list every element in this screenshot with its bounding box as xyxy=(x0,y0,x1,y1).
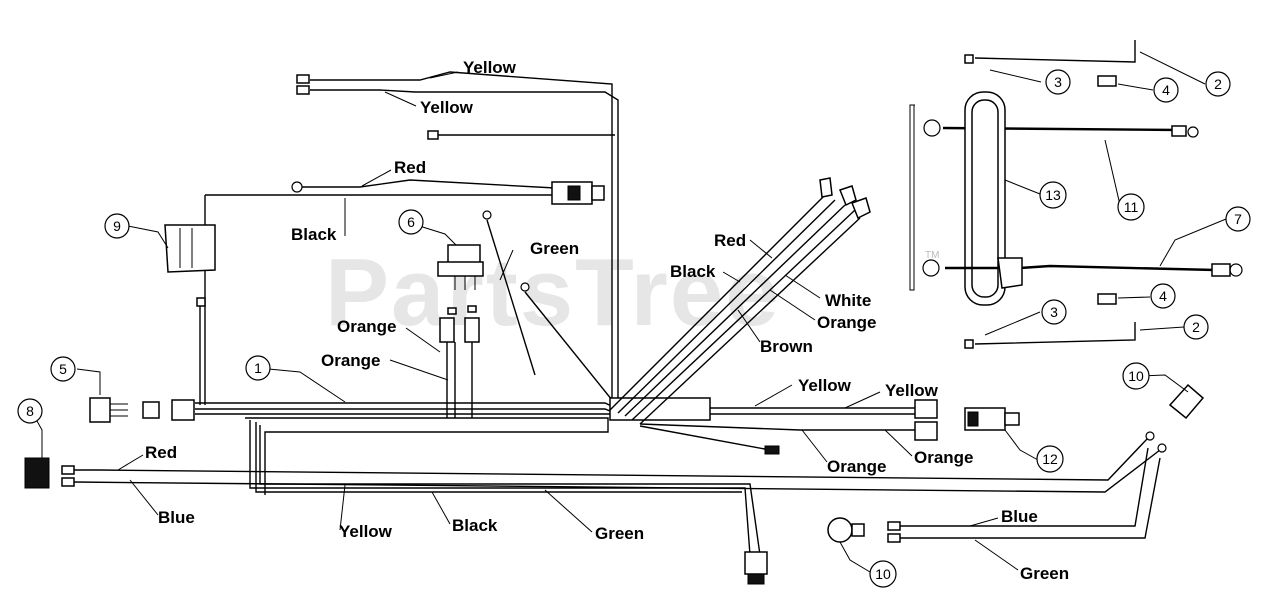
callout-4-top: 4 xyxy=(1162,82,1170,98)
diagonal-wires xyxy=(609,177,871,425)
wire-label-white-diag: White xyxy=(825,291,871,310)
wire-label-red-top: Red xyxy=(394,158,426,177)
callout-3-bottom: 3 xyxy=(1050,304,1058,320)
wire-labels: Yellow Yellow Red Black Green Orange Ora… xyxy=(145,58,1069,583)
wire-label-red-left: Red xyxy=(145,443,177,462)
part-8-switch xyxy=(24,431,1167,493)
callout-10-bottom: 10 xyxy=(875,566,891,582)
green-wire-assembly xyxy=(482,210,613,401)
wire-label-black-diag: Black xyxy=(670,262,716,281)
leader-lines xyxy=(31,51,1227,573)
callout-1: 1 xyxy=(254,360,262,376)
wire-label-orange-right-1: Orange xyxy=(827,457,887,476)
ring-terminal-icon xyxy=(291,181,303,193)
wire-label-black-bottom: Black xyxy=(452,516,498,535)
wire-label-orange-mid-1: Orange xyxy=(337,317,397,336)
right-wires xyxy=(639,399,938,455)
callout-2-top: 2 xyxy=(1214,76,1222,92)
wire-label-yellow-bottom: Yellow xyxy=(339,522,393,541)
wire-label-brown-diag: Brown xyxy=(760,337,813,356)
callout-10-top: 10 xyxy=(1128,368,1144,384)
wire-label-black-top: Black xyxy=(291,225,337,244)
callout-13: 13 xyxy=(1045,187,1061,203)
callout-8: 8 xyxy=(26,403,34,419)
callout-2-bottom: 2 xyxy=(1192,319,1200,335)
main-trunk xyxy=(171,397,761,556)
watermark: PartsTree TM xyxy=(325,239,939,346)
part-9-module xyxy=(164,224,216,273)
wire-label-yellow-top-1: Yellow xyxy=(463,58,517,77)
watermark-tm: TM xyxy=(925,250,939,261)
bottom-connector xyxy=(744,551,768,585)
wire-label-yellow-right-1: Yellow xyxy=(798,376,852,395)
part-10-lamp-bottom xyxy=(827,447,1161,543)
part-5-switch xyxy=(89,397,160,423)
wire-label-red-diag: Red xyxy=(714,231,746,250)
top-connectors xyxy=(196,74,605,307)
part-12-connector xyxy=(964,407,1020,431)
part-6-relay xyxy=(437,244,484,290)
orange-connectors xyxy=(439,305,480,418)
wire-label-green-bottom: Green xyxy=(595,524,644,543)
callout-3-top: 3 xyxy=(1054,74,1062,90)
callout-5: 5 xyxy=(59,361,67,377)
wire-label-green-mid: Green xyxy=(530,239,579,258)
callout-4-bottom: 4 xyxy=(1159,288,1167,304)
battery-cable-assembly xyxy=(909,40,1243,349)
wire-label-orange-diag: Orange xyxy=(817,313,877,332)
wire-label-blue-left: Blue xyxy=(158,508,195,527)
part-10-lamp-top xyxy=(1168,383,1205,420)
callout-9: 9 xyxy=(113,218,121,234)
watermark-text: PartsTree xyxy=(325,239,781,346)
callout-12: 12 xyxy=(1042,451,1058,467)
wire-label-orange-mid-2: Orange xyxy=(321,351,381,370)
wire-label-yellow-top-2: Yellow xyxy=(420,98,474,117)
wire-label-orange-right-2: Orange xyxy=(914,448,974,467)
wire-label-yellow-right-2: Yellow xyxy=(885,381,939,400)
callout-7: 7 xyxy=(1234,211,1242,227)
callout-6: 6 xyxy=(407,214,415,230)
callout-11: 11 xyxy=(1124,199,1139,215)
part-callouts: 1 2 2 3 3 4 4 5 6 7 8 9 10 10 11 12 13 xyxy=(17,69,1251,588)
wire-label-green-right: Green xyxy=(1020,564,1069,583)
wire-label-blue-right: Blue xyxy=(1001,507,1038,526)
